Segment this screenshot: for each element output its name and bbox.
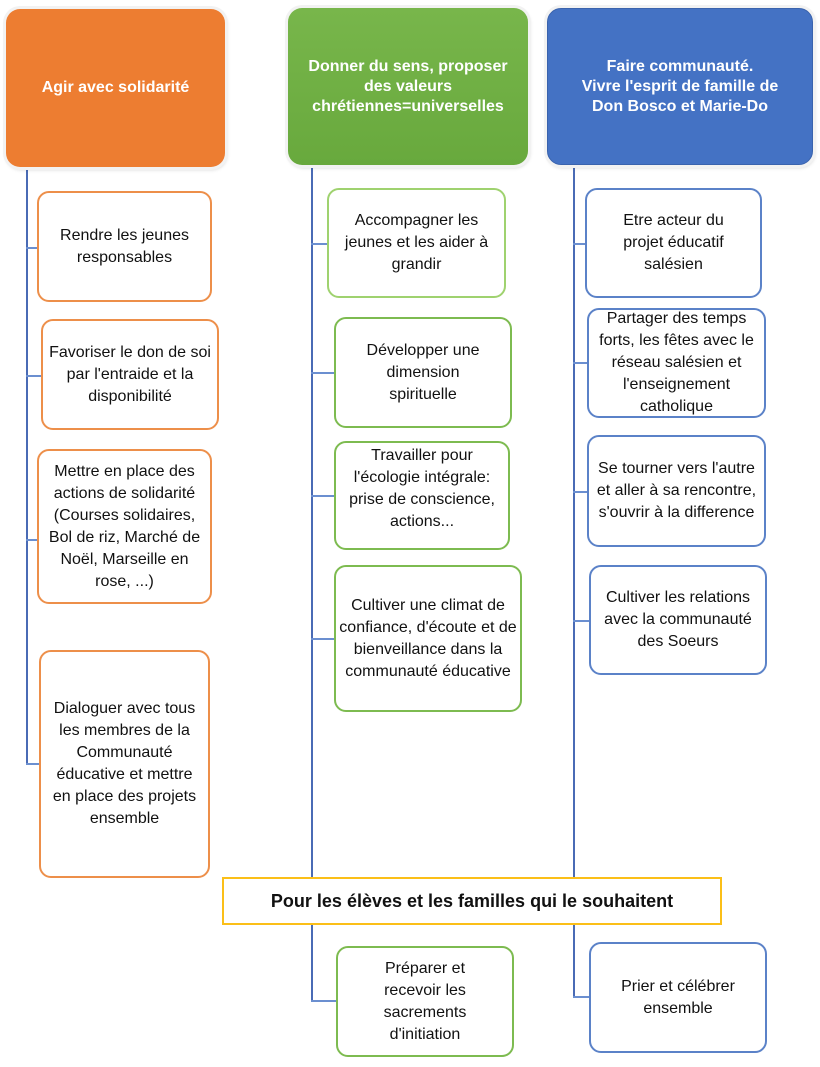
header-line: Donner du sens, proposer [308, 57, 508, 75]
connector-green-trunk [311, 165, 313, 1002]
connector-blue-1 [573, 243, 586, 245]
connector-orange-2 [26, 375, 42, 377]
item-relations-soeurs: Cultiver les relations avec la communaut… [589, 565, 767, 675]
connector-orange-4 [26, 763, 40, 765]
item-text: Préparer et recevoir les sacrements d'in… [383, 959, 467, 1043]
item-acteur-projet-educatif: Etre acteur du projet éducatif salésien [585, 188, 762, 298]
item-text: Accompagner les jeunes et les aider à gr… [344, 212, 489, 273]
item-text: Cultiver les relations avec la communaut… [604, 589, 752, 650]
item-prier-celebrer: Prier et célébrer ensemble [589, 942, 767, 1053]
item-text: Prier et célébrer ensemble [621, 977, 735, 1017]
connector-green-1 [311, 243, 328, 245]
item-dimension-spirituelle: Développer une dimension spirituelle [334, 317, 512, 428]
item-text: Cultiver une climat de confiance, d'écou… [339, 596, 517, 680]
connector-blue-2 [573, 362, 588, 364]
item-text: Favoriser le don de soi par l'entraide e… [49, 343, 211, 405]
connector-orange-3 [26, 539, 38, 541]
item-se-tourner-vers-autre: Se tourner vers l'autre et aller à sa re… [587, 435, 766, 547]
item-text: Se tourner vers l'autre et aller à sa re… [596, 460, 757, 521]
connector-orange-1 [26, 247, 38, 249]
connector-green-2 [311, 372, 335, 374]
connector-orange-trunk [26, 167, 28, 765]
connector-green-3 [311, 495, 335, 497]
item-rendre-jeunes-responsables: Rendre les jeunes responsables [37, 191, 212, 302]
header-title: Agir avec solidarité [41, 79, 190, 96]
item-text: Partager des temps forts, les fêtes avec… [599, 310, 754, 415]
connector-blue-trunk [573, 165, 575, 998]
item-text: Etre acteur du projet éducatif salésien [623, 212, 724, 273]
item-text: Dialoguer avec tous les membres de la Co… [52, 700, 197, 827]
header-line: Don Bosco et Marie-Do [591, 97, 768, 115]
item-dialoguer-communaute: Dialoguer avec tous les membres de la Co… [39, 650, 210, 878]
header-donner-du-sens: Donner du sens, proposer des valeurs chr… [288, 8, 528, 165]
connector-green-4 [311, 638, 335, 640]
connector-green-5 [311, 1000, 337, 1002]
item-ecologie-integrale: Travailler pour l'écologie intégrale: pr… [334, 441, 510, 550]
banner-eleves-familles: Pour les élèves et les familles qui le s… [222, 877, 722, 925]
item-temps-forts: Partager des temps forts, les fêtes avec… [587, 308, 766, 418]
header-line: Faire communauté. [606, 57, 754, 75]
item-text: Mettre en place des actions de solidarit… [48, 462, 201, 590]
header-line: chrétiennes=universelles [312, 97, 504, 115]
item-climat-confiance: Cultiver une climat de confiance, d'écou… [334, 565, 522, 712]
connector-blue-3 [573, 491, 588, 493]
item-accompagner-jeunes: Accompagner les jeunes et les aider à gr… [327, 188, 506, 298]
header-faire-communaute: Faire communauté. Vivre l'esprit de fami… [547, 8, 813, 165]
header-agir-solidarite: Agir avec solidarité [6, 9, 225, 167]
item-sacrements-initiation: Préparer et recevoir les sacrements d'in… [336, 946, 514, 1057]
connector-blue-4 [573, 620, 590, 622]
item-favoriser-don-de-soi: Favoriser le don de soi par l'entraide e… [41, 319, 219, 430]
item-text: Rendre les jeunes responsables [60, 226, 189, 266]
item-actions-solidarite: Mettre en place des actions de solidarit… [37, 449, 212, 604]
banner-text: Pour les élèves et les familles qui le s… [270, 890, 674, 911]
item-text: Travailler pour l'écologie intégrale: pr… [349, 447, 495, 530]
connector-blue-5 [573, 996, 590, 998]
item-text: Développer une dimension spirituelle [366, 341, 480, 403]
header-line: Vivre l'esprit de famille de [581, 77, 779, 95]
header-line: des valeurs [363, 77, 453, 95]
